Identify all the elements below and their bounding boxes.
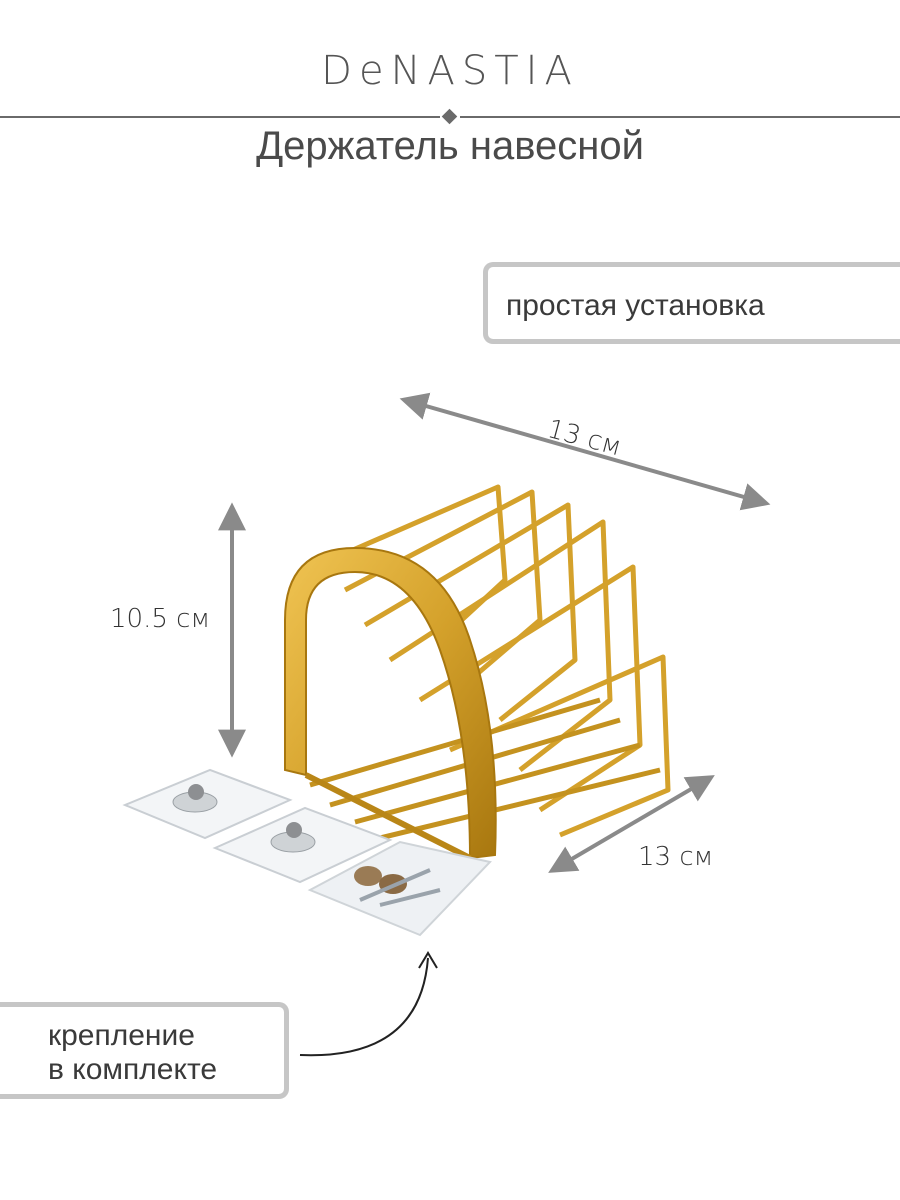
mount-callout-line2: в комплекте	[48, 1053, 218, 1086]
height-label: 10.5 см	[110, 604, 211, 634]
adhesive-plate-icon	[122, 768, 293, 840]
mount-callout: крепление в комплекте	[0, 1002, 289, 1099]
brand-logo: DeNASTIA	[321, 48, 579, 94]
width-arrow-icon	[548, 775, 715, 873]
width-label: 13 см	[638, 842, 714, 872]
adhesive-plate-icon	[212, 806, 393, 884]
install-callout: простая установка	[483, 262, 900, 344]
screws-bag-icon	[307, 840, 492, 937]
divider-left	[0, 116, 440, 118]
depth-arrow-icon	[399, 392, 771, 511]
divider-right	[460, 116, 900, 118]
install-callout-text: простая установка	[506, 289, 765, 322]
front-arch-frame	[284, 546, 497, 860]
wire-bottom-rails	[309, 697, 661, 841]
pointer-arrow-icon	[299, 957, 429, 1057]
product-title: Держатель навесной	[256, 124, 644, 168]
mount-callout-line1: крепление	[48, 1019, 195, 1052]
